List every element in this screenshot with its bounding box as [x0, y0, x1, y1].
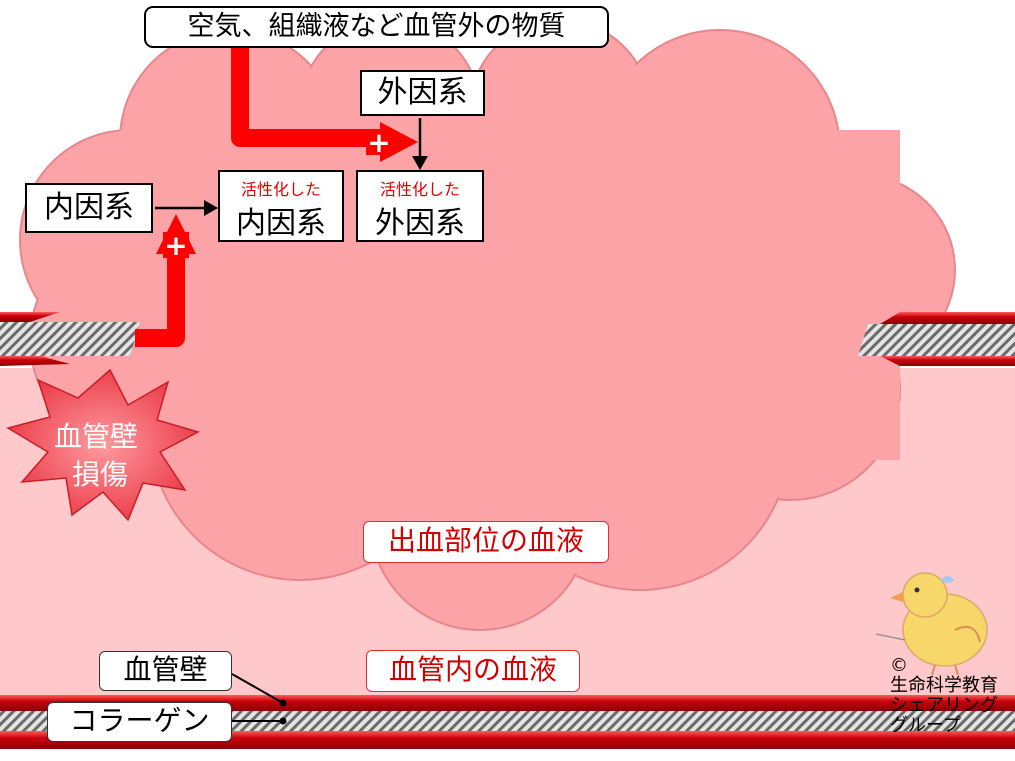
extrinsic-box: 外因系 — [360, 70, 485, 116]
red-arrow-left — [135, 250, 185, 347]
external-substances-text: 空気、組織液など血管外の物質 — [187, 11, 566, 42]
copyright-credit: © 生命科学教育 シェアリング グループ — [890, 656, 998, 736]
copyright-symbol: © — [890, 655, 908, 676]
collagen-label: コラーゲン — [47, 702, 232, 742]
chick-illustration — [875, 572, 988, 676]
credit-line3: グループ — [890, 715, 961, 736]
activated-intrinsic-box: 活性化した 内因系 — [218, 170, 344, 242]
credit-line2: シェアリング — [890, 695, 998, 716]
intrinsic-box: 内因系 — [25, 183, 153, 233]
plus-sign-top: + — [367, 126, 390, 159]
vessel-wall-label: 血管壁 — [99, 651, 232, 691]
arrow-intrinsic-to-activated-head — [204, 200, 218, 216]
extrinsic-text: 外因系 — [377, 75, 468, 110]
plus-sign-left: + — [164, 229, 187, 262]
injury-label-line1: 血管壁 — [54, 420, 138, 453]
damaged-vessel-wall-right — [858, 312, 1015, 366]
intravascular-blood-label-text: 血管内の血液 — [388, 653, 557, 686]
credit-line1: 生命科学教育 — [890, 675, 998, 696]
activated-extrinsic-main: 外因系 — [375, 206, 465, 241]
vessel-injury-star — [6, 368, 200, 522]
intrinsic-text: 内因系 — [44, 190, 134, 225]
vessel-wall-label-text: 血管壁 — [123, 653, 208, 686]
vessel-wall-pointer — [231, 673, 284, 704]
collagen-label-text: コラーゲン — [69, 704, 210, 737]
damaged-vessel-wall-left — [0, 312, 140, 366]
arrow-extrinsic-to-activated-head — [412, 156, 428, 170]
red-arrow-top — [231, 45, 385, 147]
intravascular-blood-label: 血管内の血液 — [366, 650, 580, 692]
activated-extrinsic-sub: 活性化した — [379, 180, 460, 199]
injury-label-line2: 損傷 — [72, 458, 128, 491]
intact-vessel-wall-bottom — [0, 695, 1015, 749]
activated-extrinsic-box: 活性化した 外因系 — [356, 170, 484, 242]
activated-intrinsic-sub: 活性化した — [240, 180, 321, 199]
activated-intrinsic-main: 内因系 — [236, 206, 326, 241]
bleeding-blood-label-text: 出血部位の血液 — [387, 524, 584, 557]
bleeding-blood-label: 出血部位の血液 — [363, 521, 609, 563]
external-substances-box: 空気、組織液など血管外の物質 — [144, 6, 609, 48]
